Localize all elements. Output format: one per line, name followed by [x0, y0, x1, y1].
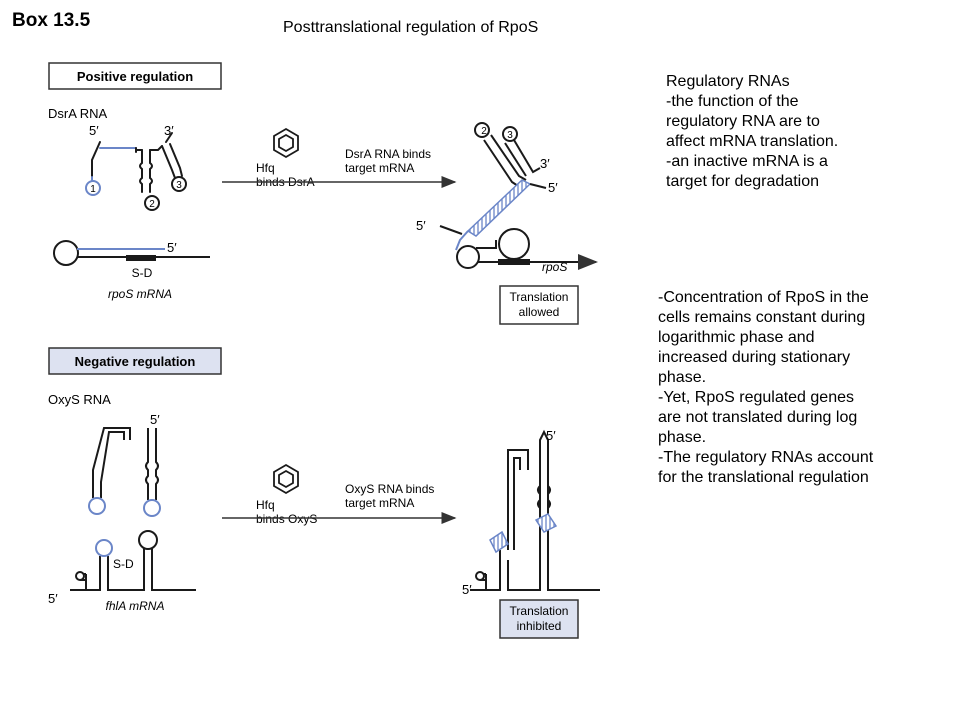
- translation-inhibited-line2: inhibited: [517, 619, 562, 633]
- oxys-five-prime-label: 5′: [150, 412, 160, 427]
- hfq-label-line1: Hfq: [256, 161, 275, 175]
- note-line: -Concentration of RpoS in the: [658, 289, 869, 306]
- complex-loop-number-3: 3: [507, 130, 513, 141]
- fhla-mrna-structure: [70, 530, 196, 591]
- rpos-product-label: rpoS: [542, 260, 567, 274]
- fhla-five-prime-label: 5′: [48, 591, 58, 606]
- note-line: are not translated during log: [658, 409, 858, 426]
- note-line: regulatory RNA are to: [666, 113, 820, 130]
- positive-regulation-panel: Positive regulation DsrA RNA 5′ 3′ 1 2 3: [48, 62, 598, 325]
- loop-number-2: 2: [149, 199, 155, 210]
- hfq-label-line1: Hfq: [256, 498, 275, 512]
- negative-regulation-panel: Negative regulation OxyS RNA 5′ S-D 5′ f…: [48, 347, 600, 639]
- complex-fhla-five-prime-label: 5′: [462, 582, 472, 597]
- oxys-rna-label: OxyS RNA: [48, 392, 111, 407]
- note-line: -the function of the: [666, 93, 799, 110]
- box-label: Box 13.5: [12, 10, 91, 31]
- translation-inhibited-box: [499, 599, 579, 639]
- note-line: Regulatory RNAs: [666, 73, 790, 90]
- note-line: -Yet, RpoS regulated genes: [658, 389, 854, 406]
- dsra-rna-structure: [85, 132, 187, 211]
- negative-regulation-header: Negative regulation: [75, 354, 196, 369]
- note-line: affect mRNA translation.: [666, 133, 839, 150]
- translation-allowed-line2: allowed: [519, 305, 560, 319]
- dsra-three-prime-label: 3′: [164, 123, 174, 138]
- complex-five-prime-label: 5′: [548, 180, 558, 195]
- rpos-concentration-note: -Concentration of RpoS in the cells rema…: [658, 288, 873, 488]
- hfq-icon: [273, 127, 299, 159]
- oxys-rna-structure: [88, 427, 161, 517]
- hfq-icon: [273, 463, 299, 495]
- dsra-step-line1: DsrA RNA binds: [345, 147, 431, 161]
- rpos-mrna-structure: [53, 240, 210, 266]
- oxys-fhla-complex: [470, 429, 600, 591]
- fhla-mrna-label: fhlA mRNA: [106, 599, 165, 613]
- translation-inhibited-line1: Translation: [510, 604, 569, 618]
- rpos-five-prime-label: 5′: [167, 240, 177, 255]
- note-line: logarithmic phase and: [658, 329, 815, 346]
- note-line: phase.: [658, 429, 707, 446]
- negative-regulation-header-box: [48, 347, 222, 375]
- dsra-five-prime-label: 5′: [89, 123, 99, 138]
- rpos-sd-label: S-D: [132, 266, 153, 280]
- note-line: cells remains constant during: [658, 309, 866, 326]
- dsra-rpos-complex: [439, 122, 598, 270]
- translation-allowed-box: [499, 285, 579, 325]
- page-title: Posttranslational regulation of RpoS: [283, 19, 539, 36]
- complex-three-prime-label: 3′: [540, 156, 550, 171]
- positive-regulation-header-box: [48, 62, 222, 90]
- dsra-rna-label: DsrA RNA: [48, 106, 108, 121]
- note-line: for the translational regulation: [658, 469, 869, 486]
- fhla-sd-label: S-D: [113, 557, 134, 571]
- translation-allowed-line1: Translation: [510, 290, 569, 304]
- note-line: -The regulatory RNAs account: [658, 449, 874, 466]
- dsra-step-line2: target mRNA: [345, 161, 414, 175]
- note-line: -an inactive mRNA is a: [666, 153, 828, 170]
- note-line: increased during stationary: [658, 349, 851, 366]
- regulatory-rnas-note: Regulatory RNAs -the function of the reg…: [666, 72, 838, 192]
- oxys-step-line1: OxyS RNA binds: [345, 482, 434, 496]
- hfq-label-line2: binds OxyS: [256, 512, 317, 526]
- note-line: phase.: [658, 369, 707, 386]
- loop-number-3: 3: [176, 180, 182, 191]
- complex-loop-number-2: 2: [481, 126, 487, 137]
- rpos-mrna-label: rpoS mRNA: [108, 287, 172, 301]
- complex-oxys-five-prime-label: 5′: [546, 428, 556, 443]
- complex-mrna-five-prime-label: 5′: [416, 218, 426, 233]
- loop-number-1: 1: [90, 184, 96, 195]
- oxys-step-line2: target mRNA: [345, 496, 414, 510]
- positive-regulation-header: Positive regulation: [77, 69, 193, 84]
- note-line: target for degradation: [666, 173, 819, 190]
